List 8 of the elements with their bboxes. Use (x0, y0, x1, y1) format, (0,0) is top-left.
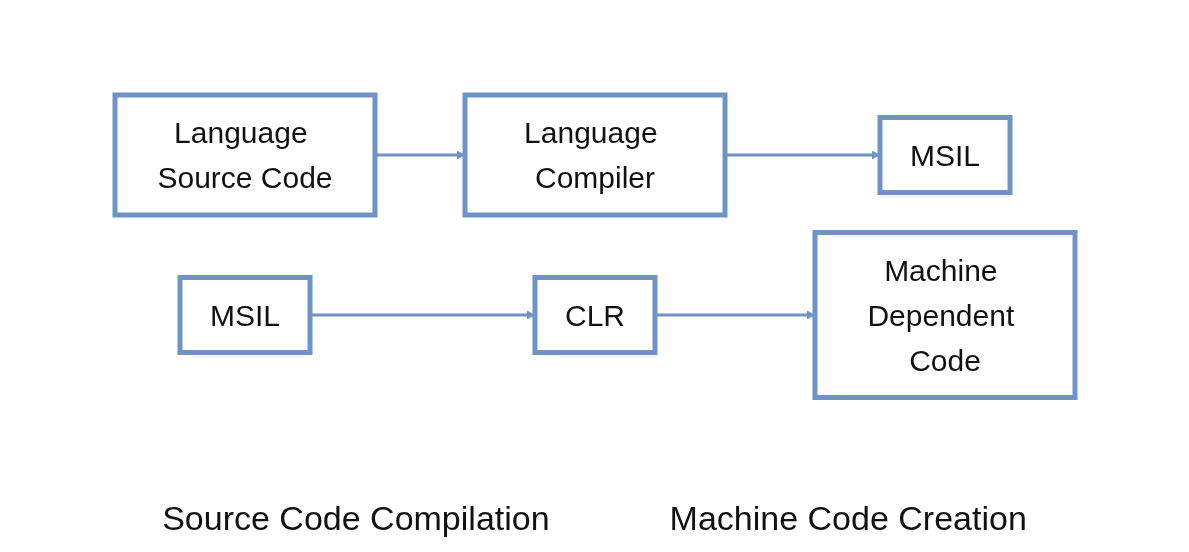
stage-caption: Machine Code Creation (669, 499, 1027, 538)
node-box: MSIL (177, 275, 312, 356)
node-box: Language Compiler (462, 92, 727, 218)
node-box: Language Source Code (112, 92, 377, 218)
stage-caption: Source Code Compilation (162, 499, 550, 538)
node-box: MSIL (877, 115, 1012, 196)
node-box: CLR (532, 275, 657, 356)
node-box: Machine Dependent Code (812, 230, 1077, 401)
